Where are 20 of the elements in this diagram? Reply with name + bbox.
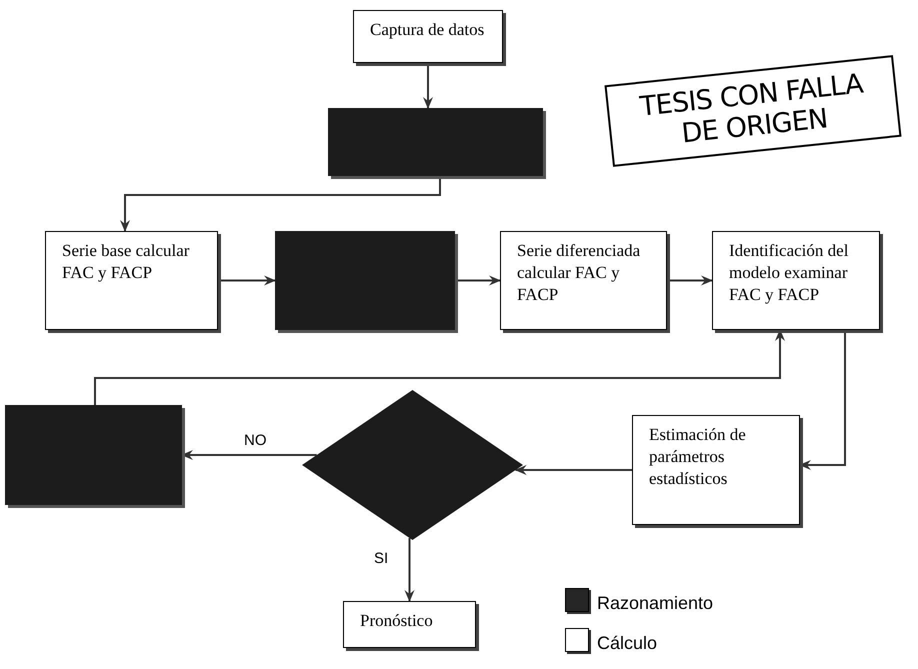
- arrow: [404, 538, 414, 602]
- arrow: [423, 63, 433, 109]
- arrow: [120, 176, 441, 232]
- process-box: Serie base calcular FAC y FACP: [45, 231, 218, 330]
- stamp: TESIS CON FALLA DE ORIGEN: [604, 55, 902, 168]
- reasoning-box: [328, 108, 543, 176]
- arrow: [218, 276, 276, 286]
- process-box: Identificación del modelo examinar FAC y FACP: [712, 231, 880, 330]
- process-box: Estimación de parámetros estadísticos: [632, 415, 800, 525]
- reasoning-box: [5, 405, 182, 505]
- decision-diamond: [302, 390, 523, 540]
- process-box: Pronóstico: [343, 601, 476, 648]
- process-box: Serie diferenciada calcular FAC y FACP: [500, 231, 667, 330]
- arrow: [667, 276, 713, 286]
- legend-label: Razonamiento: [597, 594, 714, 612]
- process-box: Captura de datos: [353, 10, 503, 63]
- legend-label: Cálculo: [597, 634, 658, 652]
- arrow: [455, 276, 501, 286]
- reasoning-box: [275, 231, 455, 330]
- arrow: [514, 465, 632, 475]
